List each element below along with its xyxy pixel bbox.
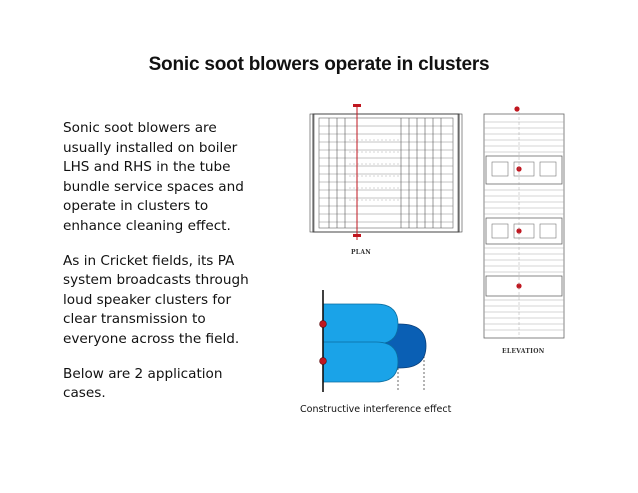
paragraph-cricket-analogy: As in Cricket fields, its PA system broa…	[63, 252, 288, 350]
elevation-label: ELEVATION	[502, 348, 545, 355]
text-line: LHS and RHS in the tube	[63, 159, 231, 176]
paragraph-installation: Sonic soot blowers are usually installed…	[63, 119, 288, 237]
text-line: usually installed on boiler	[63, 139, 238, 156]
plan-label: PLAN	[351, 249, 372, 256]
text-line: loud speaker clusters for	[63, 291, 232, 308]
text-line: Below are 2 application	[63, 365, 223, 382]
text-line: operate in clusters to	[63, 198, 209, 215]
interference-diagram	[319, 290, 427, 392]
slide-title: Sonic soot blowers operate in clusters	[148, 54, 490, 75]
text-line: clear transmission to	[63, 311, 206, 328]
text-line: cases.	[63, 385, 106, 402]
text-line: Sonic soot blowers are	[63, 120, 217, 136]
text-line: As in Cricket fields, its PA	[63, 252, 235, 269]
elevation-drawing	[483, 106, 565, 339]
plan-drawing	[309, 104, 463, 240]
body-text: Sonic soot blowers are usually installed…	[63, 119, 288, 419]
text-line: system broadcasts through	[63, 272, 249, 289]
text-line: everyone across the field.	[63, 330, 240, 347]
interference-caption: Constructive interference effect	[300, 404, 452, 415]
text-line: enhance cleaning effect.	[63, 217, 231, 234]
text-line: bundle service spaces and	[63, 178, 244, 195]
paragraph-application-cases: Below are 2 application cases.	[63, 365, 288, 404]
